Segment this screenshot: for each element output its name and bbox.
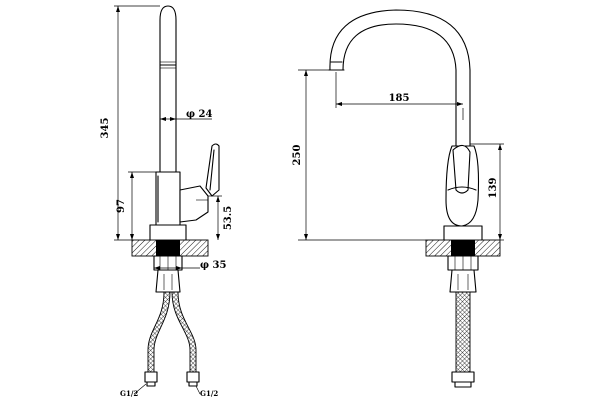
mounting-nut (153, 255, 183, 293)
spout-tube (159, 5, 177, 173)
faucet-body-front (443, 144, 483, 241)
dim-spout-diameter-label: φ 24 (186, 109, 212, 120)
flex-hoses (144, 291, 200, 387)
mounting-nut-front (447, 255, 479, 293)
dim-total-height: 345 (100, 5, 160, 241)
dim-base-diameter: φ 35 (154, 260, 226, 271)
dim-spout-diameter: φ 24 (160, 109, 212, 121)
dim-handle-height-label: 53.5 (223, 206, 234, 230)
flex-hose-front (451, 291, 475, 388)
dim-spout-reach: 185 (335, 72, 464, 120)
gooseneck-spout (328, 9, 471, 147)
counter-plate-front (425, 239, 501, 257)
dim-spout-height: 250 (292, 69, 426, 241)
side-view: 345 φ 24 97 53.5 φ 35 (100, 5, 234, 398)
dim-base-diameter-label: φ 35 (200, 260, 226, 271)
counter-plate (131, 224, 209, 257)
dim-body-height: 97 (116, 171, 156, 240)
thread-label-left: G1/2 (120, 389, 138, 398)
front-view: 185 250 139 (292, 9, 504, 388)
dim-handle-height: 53.5 (208, 195, 234, 240)
dim-spout-height-label: 250 (292, 145, 303, 166)
thread-label-right: G1/2 (200, 389, 218, 398)
faucet-body (155, 143, 220, 226)
dim-total-height-label: 345 (100, 118, 111, 139)
dim-body-height-label: 97 (116, 199, 127, 213)
dim-handle-top-label: 139 (488, 178, 499, 199)
dim-spout-reach-label: 185 (389, 93, 410, 104)
dim-handle-top: 139 (470, 143, 504, 241)
